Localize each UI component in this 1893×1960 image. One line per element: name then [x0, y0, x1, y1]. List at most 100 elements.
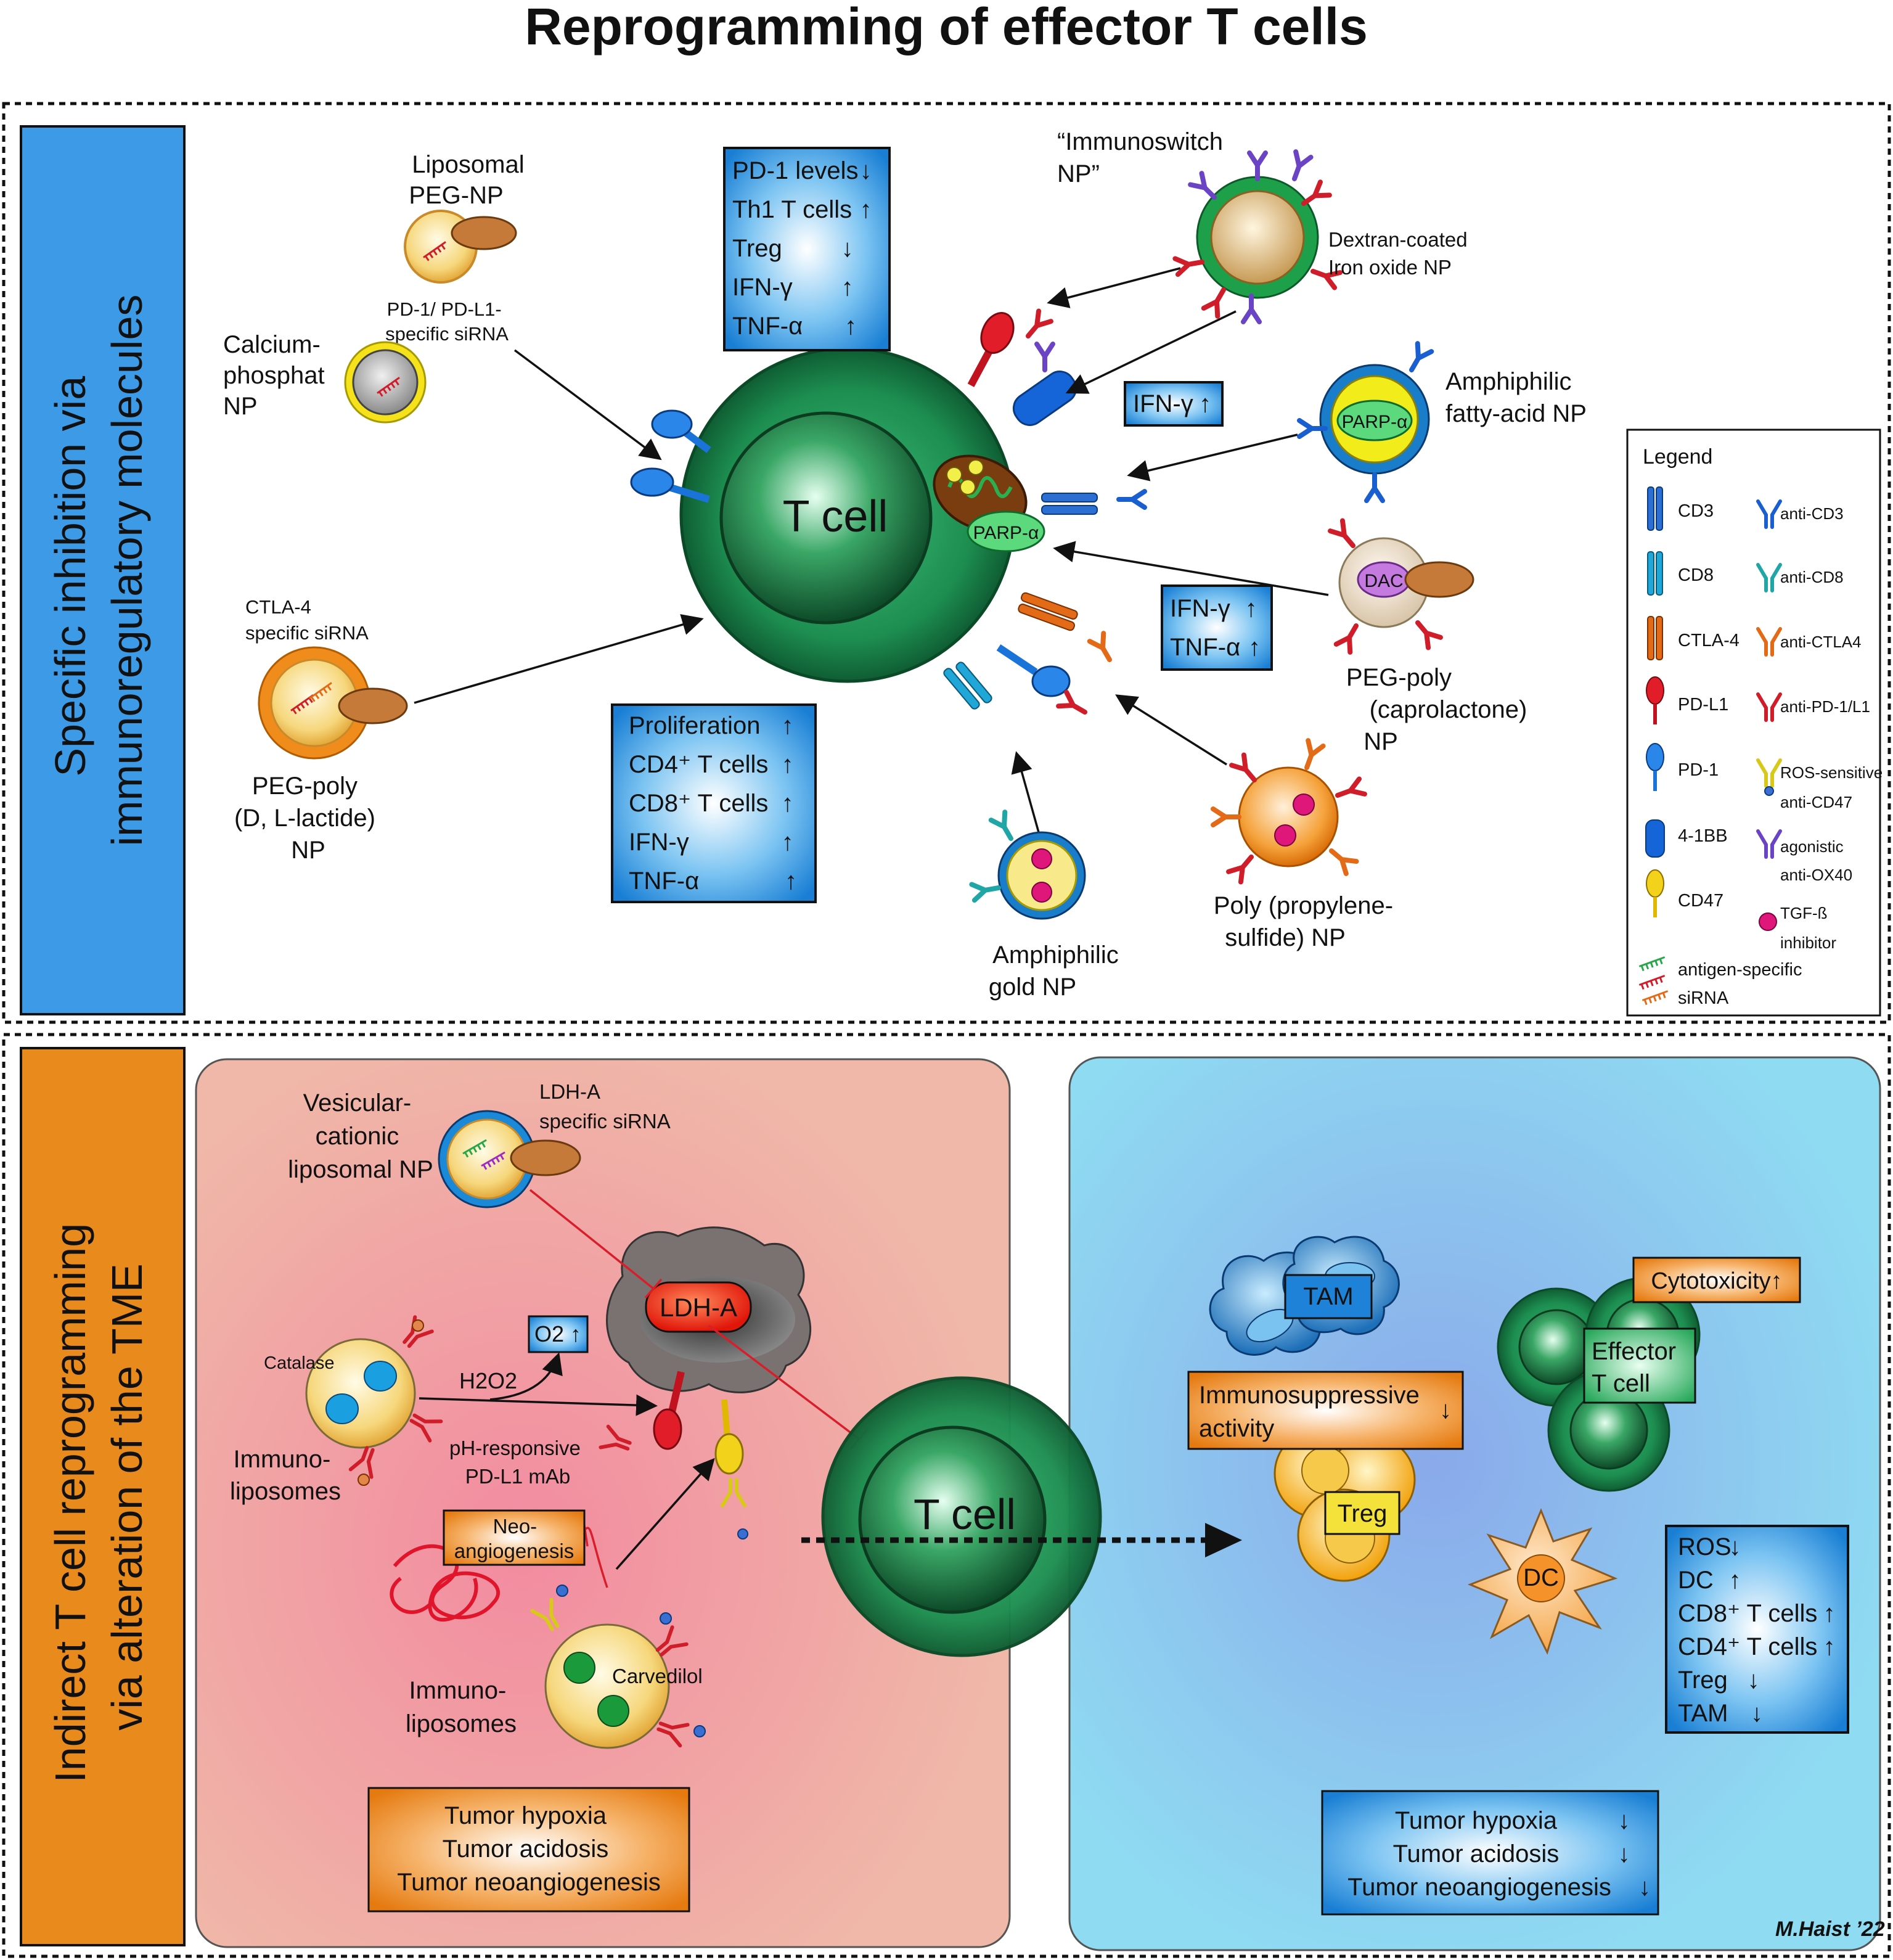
bottom-section-border	[2, 1033, 1891, 1958]
peg-lactide-np: CTLA-4 specific siRNA PEG-poly (D, L-lac…	[234, 596, 408, 864]
immunoliposomes-2-label: Immuno- liposomes	[406, 1677, 517, 1737]
top-section-label: Specific inhibition via immunoregulatory…	[46, 295, 151, 847]
h2o2-arrows	[419, 1352, 715, 1570]
mitochondrion: PARP-α	[933, 454, 1045, 552]
box-ifn-tnf: IFN-γ TNF-α ↑ ↑	[1161, 584, 1273, 671]
svg-text:TGF-ß inhibitor: TGF-ß inhibitor	[1780, 904, 1836, 952]
tumor-cell: LDH-A	[600, 1226, 812, 1540]
signature: M.Haist ’22	[1775, 1917, 1885, 1941]
svg-text:↓ ↑ ↑ ↑: ↓ ↑ ↑ ↑ ↓ ↓	[1728, 1533, 1842, 1727]
tam-cells: TAM	[1209, 1236, 1400, 1356]
transition-arrow	[801, 1523, 1242, 1557]
neo-angiogenesis: Neo- angiogenesis	[390, 1509, 586, 1622]
legend-cd8-icon	[1647, 551, 1663, 596]
svg-text:Tumor hypoxia Tumor acid: Tumor hypoxia Tumor acidosis Tumor neoan…	[1347, 1807, 1611, 1901]
immunoswitch-label: “Immunoswitch NP”	[1057, 128, 1230, 187]
tumor-box-left: Tumor hypoxia Tumor acidosis Tumor neoan…	[367, 1787, 690, 1913]
peg-lactide-label: PEG-poly (D, L-lactide) NP	[234, 773, 382, 864]
legend-ros-anti-cd47-icon	[1758, 760, 1780, 796]
svg-text:IFN-γ: IFN-γ	[1133, 390, 1193, 417]
svg-text:Proliferation CD4⁺ T cel: Proliferation CD4⁺ T cells CD8⁺ T cells …	[629, 712, 775, 895]
ros-box: ROS DC CD8⁺ T cells CD4⁺ T cells Treg TA…	[1665, 1525, 1849, 1734]
svg-text:Tumor hypoxia Tumor acid: Tumor hypoxia Tumor acidosis Tumor neoan…	[397, 1802, 661, 1896]
pd1-sirna-label: PD-1/ PD-L1- specific siRNA	[385, 298, 509, 345]
t-cell-bottom: T cell	[821, 1376, 1102, 1657]
box-ifn-single: IFN-γ ↑	[1124, 381, 1224, 427]
dendritic-cell: DC	[1467, 1508, 1618, 1655]
legend-pd1-icon	[1646, 743, 1664, 791]
bottom-section-label-bg	[20, 1047, 186, 1946]
svg-text:agonistic anti-OX40: agonistic anti-OX40	[1780, 837, 1852, 884]
poly-propylene-sulfide-np: Poly (propylene- sulfide) NP	[1213, 740, 1400, 951]
amphiphilic-gold-np: Amphiphilic gold NP	[971, 812, 1126, 1001]
svg-text:Cytotoxicity↑: Cytotoxicity↑	[1651, 1268, 1782, 1294]
cytotoxicity-box: Cytotoxicity↑	[1632, 1257, 1801, 1303]
svg-text:TAM: TAM	[1303, 1283, 1353, 1310]
catalase-label: Catalase	[264, 1353, 334, 1373]
caprolactone-label: PEG-poly (caprolactone) NP	[1346, 664, 1534, 755]
svg-text:Effector T cell: Effector T cell	[1592, 1338, 1683, 1397]
legend-cd47-icon	[1646, 869, 1664, 917]
treg-cells: Treg	[1274, 1428, 1416, 1582]
ph-mab-label: pH-responsive PD-L1 mAb	[449, 1437, 586, 1488]
top-arrows	[414, 267, 1329, 833]
svg-text:Immunosuppressive activi: Immunosuppressive activity	[1199, 1382, 1426, 1442]
legend-tgf-icon	[1759, 912, 1777, 931]
legend-ctla4-icon	[1647, 616, 1663, 660]
o2-box: O2 ↑	[528, 1315, 589, 1353]
vesicular-label: Vesicular- cationic liposomal NP	[288, 1089, 433, 1183]
svg-text:CD3 CD8 CTLA-4: CD3 CD8 CTLA-4 PD-L1 PD-1 4-1BB CD47	[1678, 501, 1744, 911]
immunoswitch-np: “Immunoswitch NP” Dextran-coated Iron ox…	[1057, 128, 1473, 322]
h2o2-label: H2O2	[459, 1368, 517, 1393]
vesicular-liposomal-np: Vesicular- cationic liposomal NP LDH-A s…	[288, 1080, 671, 1208]
box-pd1-levels: PD-1 levels Th1 T cells Treg IFN-γ TNF-α…	[723, 147, 891, 351]
t-cell-bottom-label: T cell	[914, 1490, 1016, 1538]
poly-propylene-label: Poly (propylene- sulfide) NP	[1214, 892, 1400, 951]
top-section-border	[2, 102, 1891, 1024]
gold-np-label: Amphiphilic gold NP	[989, 941, 1126, 1001]
fatty-acid-label: Amphiphilic fatty-acid NP	[1445, 368, 1587, 427]
immunosuppressive-box: Immunosuppressive activity ↓	[1187, 1371, 1464, 1450]
figure-title: Reprogramming of effector T cells	[525, 0, 1368, 55]
svg-text:DC: DC	[1523, 1564, 1559, 1591]
t-cell-receptors	[630, 308, 1145, 719]
fatty-acid-core-label: PARP-α	[1342, 412, 1408, 432]
top-section-label-bg	[20, 125, 186, 1015]
legend-pdl1-icon	[1646, 676, 1664, 724]
tumor-box-right: Tumor hypoxia Tumor acidosis Tumor neoan…	[1321, 1790, 1659, 1916]
svg-text:ROS-sensitive anti-CD47: ROS-sensitive anti-CD47	[1780, 763, 1887, 811]
effector-t-cells: Effector T cell	[1497, 1277, 1701, 1492]
svg-text:Neo- angiogenesis: Neo- angiogenesis	[454, 1515, 574, 1562]
t-cell-top-label: T cell	[783, 492, 888, 541]
dextran-label: Dextran-coated Iron oxide NP	[1328, 228, 1473, 279]
svg-text:↓ ↑ ↓ ↑: ↓ ↑ ↓ ↑ ↑	[841, 157, 878, 340]
ldha-label: LDH-A	[660, 1293, 737, 1322]
box-proliferation: Proliferation CD4⁺ T cells CD8⁺ T cells …	[611, 703, 817, 903]
legend: Legend	[1626, 428, 1887, 1017]
dac-label: DAC	[1364, 571, 1403, 591]
svg-text:↑ ↑ ↑ ↑: ↑ ↑ ↑ ↑ ↑	[781, 712, 800, 895]
legend-41bb-icon	[1645, 819, 1665, 858]
legend-title: Legend	[1643, 445, 1712, 469]
calcium-phosphat-np: Calcium- phosphat NP	[223, 331, 427, 424]
svg-text:↑ ↑: ↑ ↑	[1245, 595, 1264, 661]
ldha-sirna-label: LDH-A specific siRNA	[539, 1080, 671, 1133]
immunoliposomes-1-label: Immuno- liposomes	[230, 1446, 341, 1505]
svg-text:PD-1 levels Th1 T cells: PD-1 levels Th1 T cells Treg IFN-γ TNF-α	[732, 157, 865, 340]
liposomal-label: Liposomal PEG-NP	[409, 151, 531, 209]
liposomal-peg-np: Liposomal PEG-NP PD-1/ PD-L1- specific s…	[385, 151, 531, 345]
svg-text:ROS DC CD8⁺ T cell: ROS DC CD8⁺ T cells CD4⁺ T cells Treg TA…	[1678, 1533, 1825, 1727]
mito-parp-label: PARP-α	[973, 523, 1039, 543]
amphiphilic-fatty-acid-np: PARP-α Amphiphilic fatty-acid NP	[1299, 343, 1587, 501]
svg-text:Treg: Treg	[1338, 1500, 1388, 1527]
svg-text:IFN-γ TNF-α: IFN-γ TNF-α	[1170, 595, 1240, 661]
svg-text:↓ ↓ ↓: ↓ ↓ ↓	[1617, 1807, 1651, 1901]
bottom-section-label: Indirect T cell reprogramming via altera…	[46, 1211, 151, 1782]
legend-cd3-icon	[1647, 486, 1663, 531]
ctla4-sirna-label: CTLA-4 specific siRNA	[245, 596, 369, 644]
svg-text:↑: ↑	[1199, 390, 1211, 417]
svg-text:antigen-specific siRNA: antigen-specific siRNA	[1678, 960, 1807, 1008]
carvedilol-immunoliposome: Carvedilol Immuno- liposomes	[406, 1585, 706, 1749]
